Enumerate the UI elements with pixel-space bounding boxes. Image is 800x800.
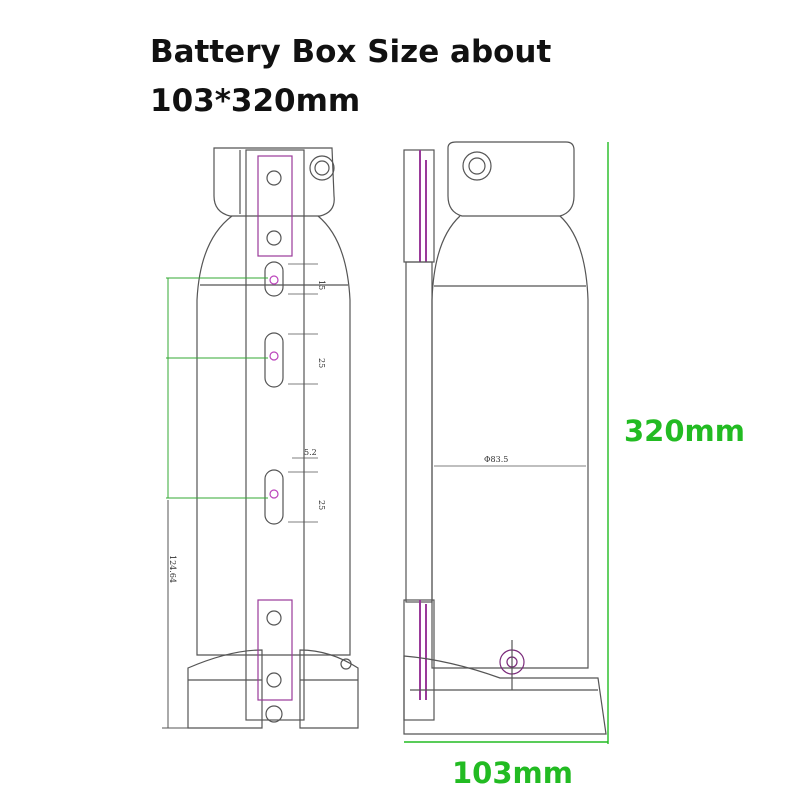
- title-line-2: 103*320mm: [150, 83, 361, 119]
- front-slot-1-hole: [269, 275, 279, 285]
- title-line-1: Battery Box Size about: [150, 34, 552, 70]
- front-screw-2: [266, 230, 282, 246]
- front-view: [187, 147, 359, 729]
- front-slot-2-hole: [269, 351, 279, 361]
- front-cap-knob: [309, 155, 335, 181]
- front-dim-lines: [166, 277, 268, 499]
- front-body: [196, 215, 351, 656]
- side-cap-knob: [462, 151, 492, 181]
- front-slot-2: [264, 332, 284, 388]
- height-label: 320mm: [624, 414, 745, 448]
- side-bottom-mount: [403, 655, 607, 735]
- front-screw-3: [266, 610, 282, 626]
- front-slot-1: [264, 261, 284, 297]
- side-top-cap: [447, 141, 575, 217]
- dim-slot-2: 25: [317, 358, 326, 368]
- front-rail-bottom-plate: [257, 599, 293, 701]
- front-slot-3-hole: [269, 489, 279, 499]
- dim-bottom-offset: 124.64: [168, 555, 177, 583]
- front-bottom-mount-right: [299, 649, 359, 729]
- dim-diameter: Φ83.5: [484, 455, 508, 464]
- dim-slot-3: 25: [317, 500, 326, 510]
- front-screw-1: [266, 170, 282, 186]
- front-slot-3: [264, 469, 284, 525]
- front-screw-4: [266, 672, 282, 688]
- side-cap-knob-inner: [468, 157, 486, 175]
- dim-hole-width: 5.2: [304, 448, 317, 457]
- width-label: 103mm: [452, 756, 573, 790]
- front-lock-hole: [265, 705, 283, 723]
- front-rail-top-plate: [257, 155, 293, 257]
- front-cap-knob-inner: [314, 160, 330, 176]
- side-body: [431, 215, 589, 669]
- side-view: [403, 141, 607, 735]
- overall-dim-lines: [404, 142, 609, 744]
- front-bottom-mount-left: [187, 649, 263, 729]
- side-rail-mid: [405, 261, 433, 603]
- dim-slot-1: 15: [317, 280, 326, 290]
- front-lock-key: [340, 658, 352, 670]
- front-rail-outer: [245, 149, 305, 721]
- front-top-cap: [213, 147, 335, 217]
